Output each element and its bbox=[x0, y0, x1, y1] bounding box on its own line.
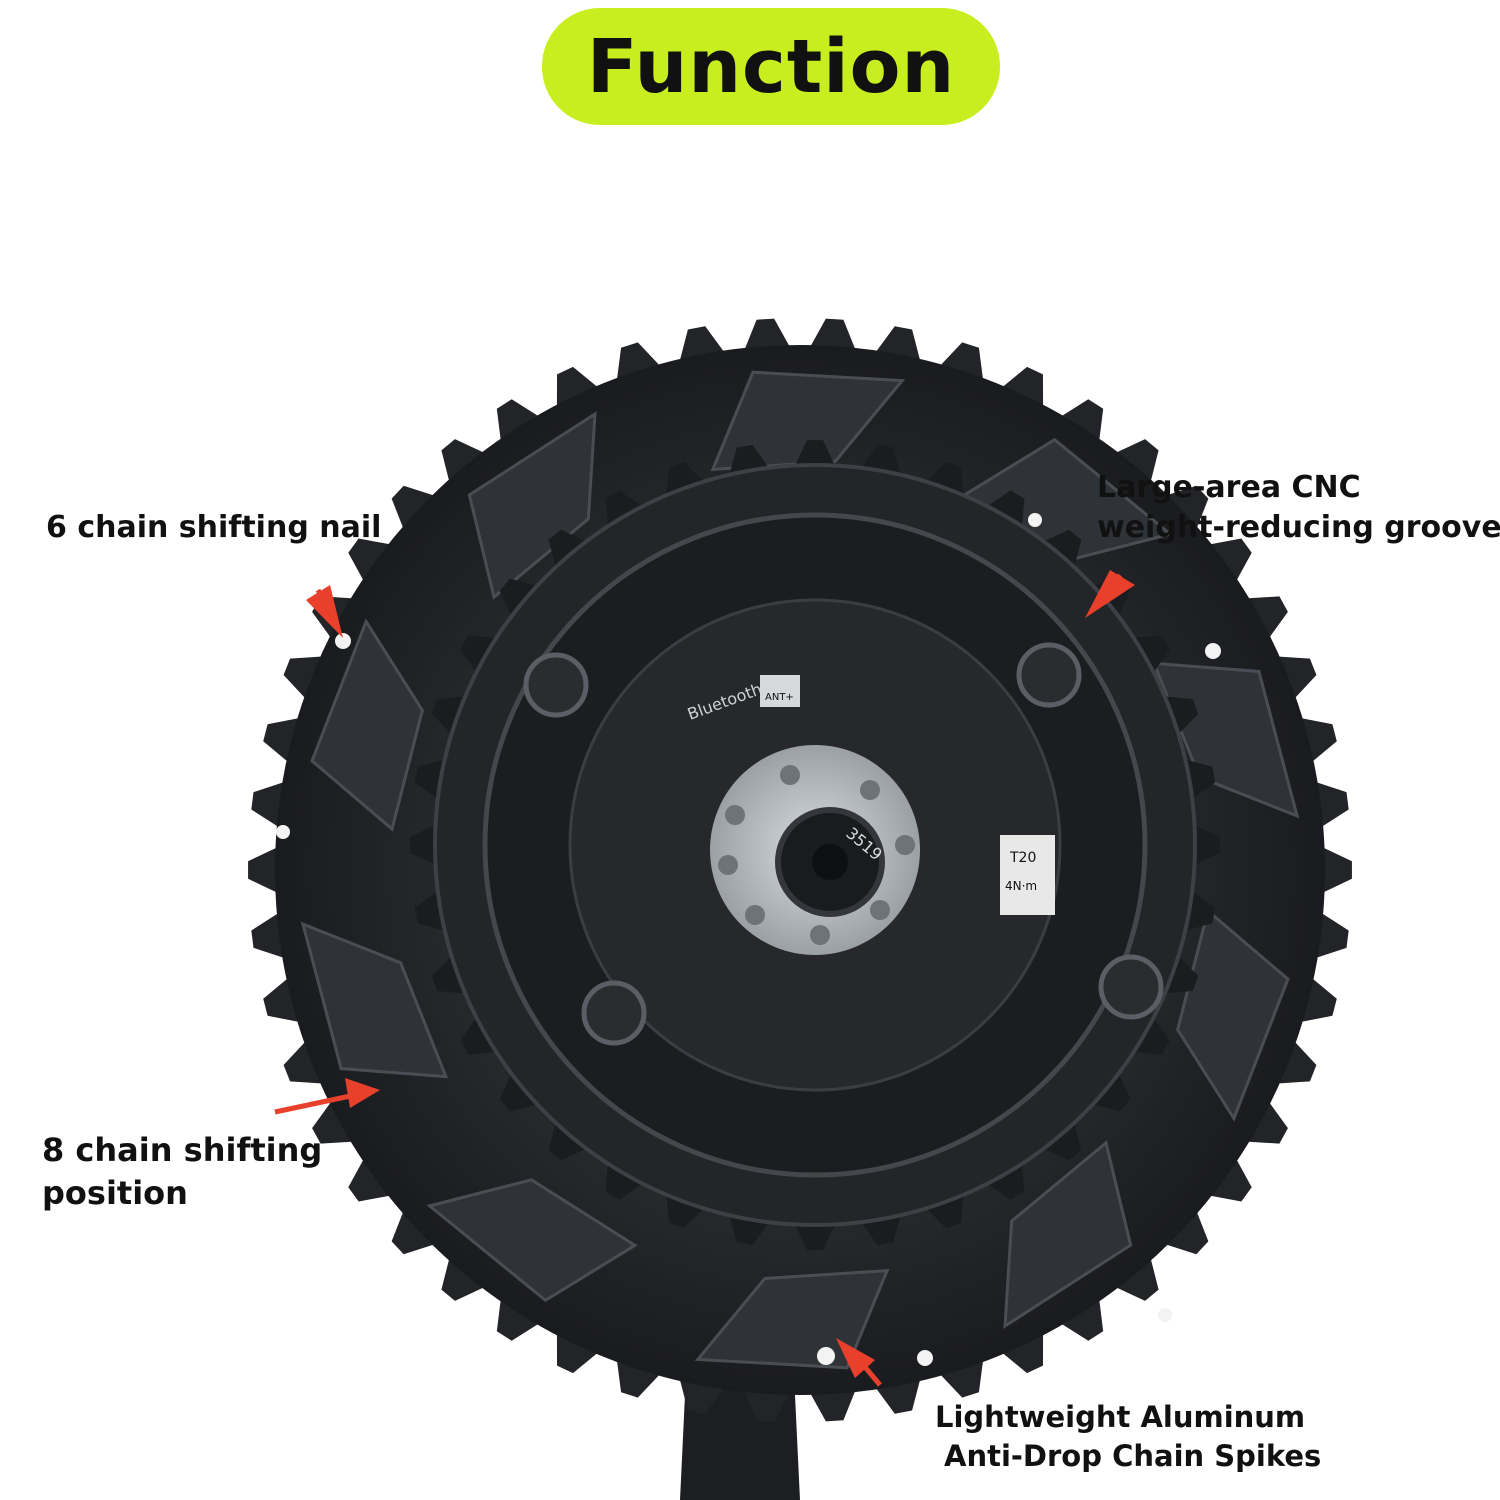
arrow-cnc-groove bbox=[1085, 570, 1135, 618]
title-banner: Function bbox=[542, 8, 1000, 125]
page-title: Function bbox=[586, 23, 956, 110]
label-shift-nail: 6 chain shifting nail bbox=[46, 510, 382, 545]
torque-label-box bbox=[1000, 835, 1055, 915]
label-cnc-groove-line1: Large-area CNC bbox=[1097, 470, 1361, 505]
label-spikes-line2: Anti-Drop Chain Spikes bbox=[944, 1439, 1322, 1473]
label-shift-position-line1: 8 chain shifting bbox=[42, 1131, 323, 1169]
callout-arrows bbox=[274, 570, 1135, 1387]
ant-label: ANT+ bbox=[765, 692, 794, 703]
label-cnc-groove-line2: weight-reducing groove bbox=[1097, 510, 1500, 545]
chainring-bolts bbox=[523, 642, 1164, 1046]
torque-label: T20 bbox=[1009, 850, 1036, 866]
torque-value: 4N·m bbox=[1005, 879, 1037, 893]
arrow-spikes bbox=[836, 1338, 882, 1387]
ant-badge bbox=[760, 675, 800, 707]
label-shift-position-line2: position bbox=[42, 1174, 188, 1212]
shifting-nails bbox=[276, 513, 1221, 1366]
spider-screws bbox=[718, 765, 915, 945]
arrow-shift-position bbox=[274, 1078, 380, 1115]
label-spikes-line1: Lightweight Aluminum bbox=[935, 1400, 1306, 1434]
arrow-shift-nail bbox=[306, 585, 343, 638]
